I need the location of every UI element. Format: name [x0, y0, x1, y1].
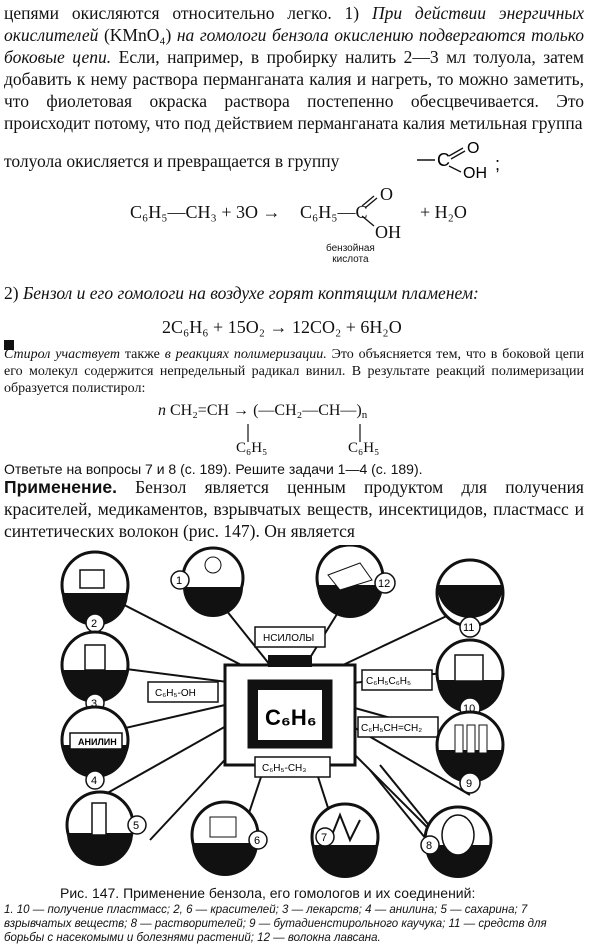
svg-text:;: ; — [495, 154, 500, 174]
section-marker — [4, 340, 14, 350]
figure-caption: Рис. 147. Применение бензола, его гомоло… — [60, 885, 476, 901]
figure-147: C₆H₆ НСИЛОЛЫ C₆H₅-OH C₆H₅C₆H₅ C₆H₅CH=CH₂… — [60, 545, 505, 878]
circle-number: 11 — [463, 622, 474, 634]
text-segment: цепями окисляются относительно легко. 1) — [4, 3, 372, 23]
reaction-1-left: C₆H₅—CH₃ + 3O → — [130, 202, 281, 222]
svg-text:C: C — [437, 150, 450, 170]
reaction-1-product: C₆H₅—C — [300, 202, 368, 222]
reaction-3-radical-1: C₆H₅ — [236, 440, 268, 456]
text-segment: 2) — [4, 283, 23, 303]
circle-number: 6 — [254, 835, 260, 847]
text-segment: Это объясняется тем, что в боковой цепи … — [4, 347, 584, 396]
circle-number: 9 — [466, 778, 472, 790]
circle-9: 9 — [435, 710, 505, 794]
text-segment: Бензол является ценным продуктом для пол… — [4, 477, 584, 541]
central-reactor: C₆H₆ — [223, 655, 357, 767]
circle-number: 7 — [321, 832, 327, 844]
circle-number: 2 — [91, 618, 97, 630]
italic-segment: на гомологи бензола окислению подвергают… — [4, 25, 584, 67]
text-segment: Если, например, в пробирку налить 2—3 мл… — [4, 47, 584, 133]
box-toluene: C₆H₅-CH₃ — [262, 763, 306, 774]
application-circles: 2 1 12 11 3 10 АНИЛИН 4 9 5 6 7 8 — [60, 545, 505, 878]
italic-segment: в реакциях полимеризации. — [164, 347, 327, 362]
circle-7: 7 — [310, 802, 380, 878]
coefficient-n: n — [158, 402, 166, 419]
reaction-2: 2C₆H₆ + 15O₂ → 12CO₂ + 6H₂O — [162, 317, 402, 337]
paragraph-oxidation: цепями окисляются относительно легко. 1)… — [4, 2, 584, 134]
bold-heading: Применение. — [4, 477, 117, 497]
circle-5: 5 — [65, 790, 147, 866]
svg-text:OH: OH — [463, 165, 487, 180]
circle-number: 4 — [91, 775, 97, 787]
carboxyl-group-formula: C O OH ; — [417, 140, 500, 180]
reaction-1-water: + H₂O — [420, 202, 467, 222]
label-line: кислота — [332, 254, 369, 265]
circle-2: 2 — [60, 550, 130, 633]
circle-6: 6 — [190, 800, 268, 876]
italic-segment: Бензол и его гомологи на воздухе горят к… — [22, 283, 479, 303]
paragraph-styrene: Стирол участвует также в реакциях полиме… — [4, 346, 584, 397]
text-segment: также — [119, 347, 165, 362]
polymer: (—CH₂—CH—) — [253, 402, 362, 419]
circle-1: 1 — [170, 546, 245, 617]
circle-number: 12 — [378, 578, 390, 590]
group-line: толуола окисляется и превращается в груп… — [4, 151, 340, 171]
reaction-3-radical-2: C₆H₅ — [348, 440, 380, 456]
circle-number: 3 — [91, 698, 97, 710]
text-segment: (KMnO₄) — [98, 25, 177, 45]
label-line: бензойная — [326, 243, 375, 254]
italic-segment: При действии энергичных окислителей — [4, 3, 584, 45]
box-phenol: C₆H₅-OH — [155, 688, 196, 699]
subscript-n: n — [361, 409, 368, 421]
reaction-1-oh: OH — [375, 222, 401, 242]
reaction-3: n CH₂=CH → (—CH₂—CH—)n — [158, 402, 367, 421]
circle-number: 8 — [426, 840, 432, 852]
circle-8: 8 — [420, 805, 493, 878]
circle-12: 12 — [315, 545, 396, 618]
circle-4: АНИЛИН 4 — [60, 705, 130, 790]
paragraph-application: Применение. Бензол является ценным проду… — [4, 476, 584, 542]
circle-10: 10 — [435, 638, 505, 719]
circle-3: 3 — [60, 630, 130, 713]
box-styrene: C₆H₅CH=CH₂ — [361, 723, 422, 734]
box-biphenyl: C₆H₅C₆H₅ — [366, 676, 411, 687]
reaction-3-bonds — [247, 424, 361, 442]
center-formula: C₆H₆ — [265, 705, 317, 730]
circle-number: 1 — [176, 575, 182, 587]
monomer: CH₂=CH → — [170, 402, 250, 419]
circle-number: 5 — [133, 820, 139, 832]
circle-11: 11 — [435, 558, 505, 638]
svg-text:O: O — [467, 140, 479, 157]
italic-segment: Стирол участвует — [4, 347, 120, 362]
reaction-1-o: O — [380, 184, 393, 204]
questions-line: Ответьте на вопросы 7 и 8 (с. 189). Реши… — [4, 461, 423, 477]
aniline-label: АНИЛИН — [78, 737, 117, 747]
carboxyl-bonds — [361, 195, 378, 227]
compound-boxes: НСИЛОЛЫ C₆H₅-OH C₆H₅C₆H₅ C₆H₅CH=CH₂ C₆H₅… — [147, 626, 439, 778]
box-xylenes: НСИЛОЛЫ — [263, 633, 314, 644]
figure-legend: 1. 10 — получение пластмасс; 2, 6 — крас… — [4, 904, 547, 944]
paragraph-combustion: 2) Бензол и его гомологи на воздухе горя… — [4, 282, 584, 304]
benzoic-acid-label: бензойная кислота — [326, 243, 375, 265]
